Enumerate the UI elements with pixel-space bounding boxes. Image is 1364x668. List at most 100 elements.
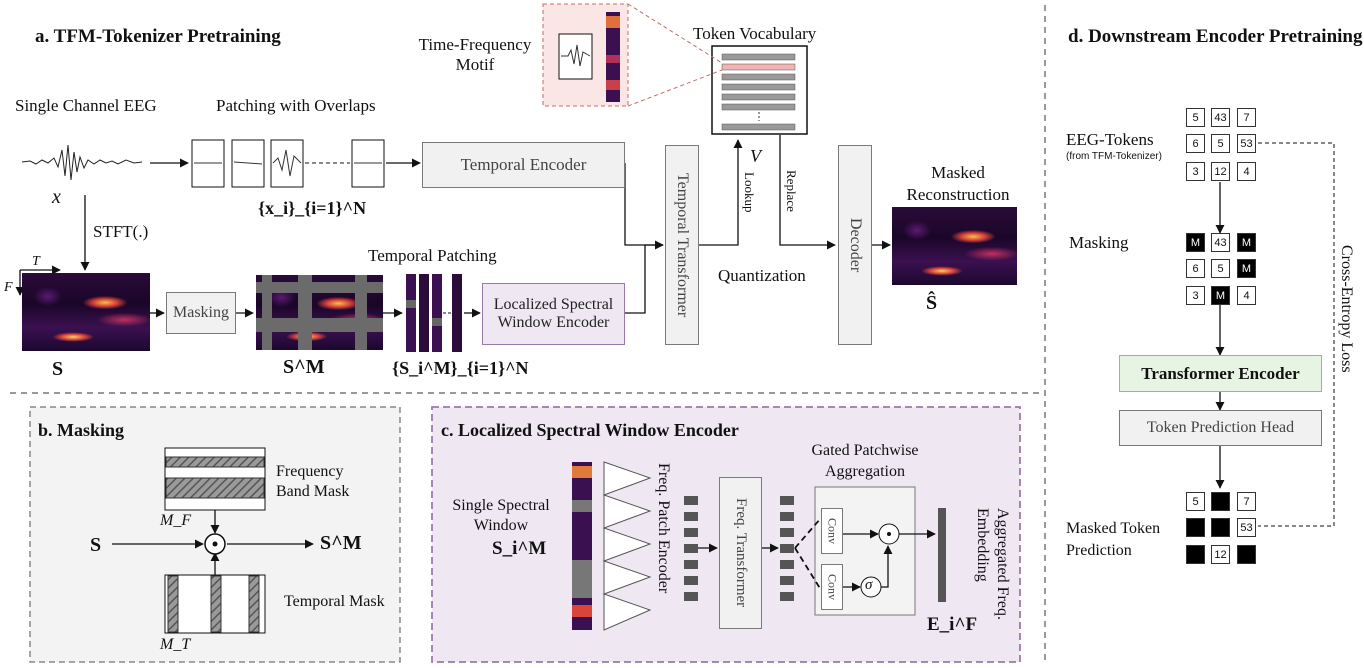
lookup-label: Lookup <box>742 172 757 213</box>
panel-a-title: a. TFM-Tokenizer Pretraining <box>35 26 281 47</box>
temporal-transformer-label: Temporal Transformer <box>674 172 691 318</box>
aggregated-embedding-label: Aggregated Freq. Embedding <box>974 508 1011 620</box>
temporal-patching-label: Temporal Patching <box>368 246 497 265</box>
freq-mask-band-1 <box>256 282 383 293</box>
sigmoid-operator-icon <box>860 576 882 598</box>
from-tfm-label: (from TFM-Tokenizer) <box>1066 151 1162 162</box>
v-label: V <box>750 146 761 166</box>
stft-label: STFT(.) <box>93 222 149 241</box>
freq-patch-encoder-label: Freq. Patch Encoder <box>655 463 672 594</box>
conv-label-2: Conv <box>825 573 840 600</box>
conv-box-1: Conv <box>821 508 843 554</box>
predicted-token <box>1211 518 1230 537</box>
gated-aggregation-label: Gated Patchwise Aggregation <box>811 442 919 480</box>
eeg-patch-3 <box>270 139 304 188</box>
freq-transformer-label: Freq. Transformer <box>733 498 749 608</box>
token-vocabulary-label: Token Vocabulary <box>693 24 817 43</box>
f-axis-label: F <box>4 280 13 295</box>
panel-b-sm-label: S^M <box>320 532 362 554</box>
masked-token: M <box>1211 286 1230 305</box>
masked-token: M <box>1237 259 1256 278</box>
token: 3 <box>1186 162 1205 181</box>
conv-label-1: Conv <box>825 517 840 544</box>
frequency-mask-label: Frequency Band Mask <box>276 463 350 500</box>
reconstructed-spectrogram <box>892 207 1017 285</box>
quantization-label: Quantization <box>718 266 806 285</box>
token: 5 <box>1211 134 1230 153</box>
masking-box: Masking <box>166 292 236 334</box>
spectral-patch-1 <box>406 274 416 352</box>
token: 12 <box>1211 545 1230 564</box>
panel-d-title: d. Downstream Encoder Pretraining <box>1068 26 1363 47</box>
spectral-patch-n <box>452 274 462 352</box>
decoder-box: Decoder <box>838 145 872 345</box>
t-axis-label: T <box>32 254 40 269</box>
smi-set-label: {S_i^M}_{i=1}^N <box>392 358 529 378</box>
transformer-encoder-box: Transformer Encoder <box>1119 355 1322 392</box>
spectral-window-strip <box>572 462 592 630</box>
masked-token: M <box>1237 233 1256 252</box>
eeg-tokens-label: EEG-Tokens <box>1066 130 1154 149</box>
token: 12 <box>1211 162 1230 181</box>
token: 7 <box>1237 108 1256 127</box>
time-mask-band-2 <box>298 275 312 350</box>
token: 7 <box>1237 492 1256 511</box>
time-mask-band-3 <box>355 275 367 350</box>
freq-transformer-box: Freq. Transformer <box>719 477 762 629</box>
token: 4 <box>1237 286 1256 305</box>
sm-label: S^M <box>283 356 325 378</box>
freq-mask-band-2 <box>256 318 383 332</box>
spectral-patch-2 <box>419 274 429 352</box>
token: 5 <box>1211 259 1230 278</box>
eeg-signal <box>21 144 143 181</box>
decoder-label: Decoder <box>847 217 864 273</box>
freq-patch-encoder-shape <box>602 461 652 631</box>
token: 53 <box>1237 518 1256 537</box>
xi-label: {x_i}_{i=1}^N <box>258 198 367 218</box>
token: 6 <box>1186 134 1205 153</box>
token: 43 <box>1211 108 1230 127</box>
spectral-patch-3 <box>432 274 442 352</box>
conv-box-2: Conv <box>821 564 843 610</box>
single-window-label: Single Spectral Window <box>452 497 550 534</box>
temporal-transformer-box: Temporal Transformer <box>665 145 699 345</box>
cross-entropy-loss-label: Cross-Entropy Loss <box>1337 245 1355 373</box>
aggregated-embedding-bar <box>938 508 946 602</box>
replace-label: Replace <box>784 170 799 212</box>
predicted-token <box>1211 492 1230 511</box>
temporal-encoder-box: Temporal Encoder <box>422 142 625 188</box>
predicted-token <box>1237 545 1256 564</box>
token: 6 <box>1186 259 1205 278</box>
shat-label: Ŝ <box>926 292 938 314</box>
masked-token: M <box>1186 233 1205 252</box>
mf-label: M_F <box>160 512 192 529</box>
panel-c-title: c. Localized Spectral Window Encoder <box>441 420 739 440</box>
sigma-label: σ <box>865 577 873 593</box>
x-label: x <box>52 186 61 208</box>
token: 3 <box>1186 286 1205 305</box>
token: 53 <box>1237 134 1256 153</box>
efi-label: E_i^F <box>927 614 978 635</box>
token: 43 <box>1211 233 1230 252</box>
token-prediction-head-box: Token Prediction Head <box>1119 410 1322 446</box>
masked-token-prediction-label: Masked Token Prediction <box>1066 520 1161 559</box>
single-channel-eeg-label: Single Channel EEG <box>15 96 157 115</box>
tf-motif-label: Time-Frequency Motif <box>418 35 532 74</box>
predicted-token <box>1186 518 1205 537</box>
predicted-token <box>1186 545 1205 564</box>
token: 5 <box>1186 492 1205 511</box>
masking-label: Masking <box>1069 233 1129 252</box>
smi-label: S_i^M <box>492 538 547 559</box>
time-mask-band-1 <box>262 275 272 350</box>
spectrogram-s <box>22 273 150 351</box>
masked-reconstruction-label: Masked Reconstruction <box>906 163 1010 204</box>
panel-b-s-label: S <box>90 534 102 556</box>
mt-label: M_T <box>160 636 191 653</box>
temporal-mask-label: Temporal Mask <box>284 593 385 610</box>
s-label: S <box>52 358 64 380</box>
patching-label: Patching with Overlaps <box>216 96 376 115</box>
token: 4 <box>1237 162 1256 181</box>
panel-b-title: b. Masking <box>38 420 125 440</box>
token: 5 <box>1186 108 1205 127</box>
lswe-box: Localized Spectral Window Encoder <box>482 283 625 345</box>
